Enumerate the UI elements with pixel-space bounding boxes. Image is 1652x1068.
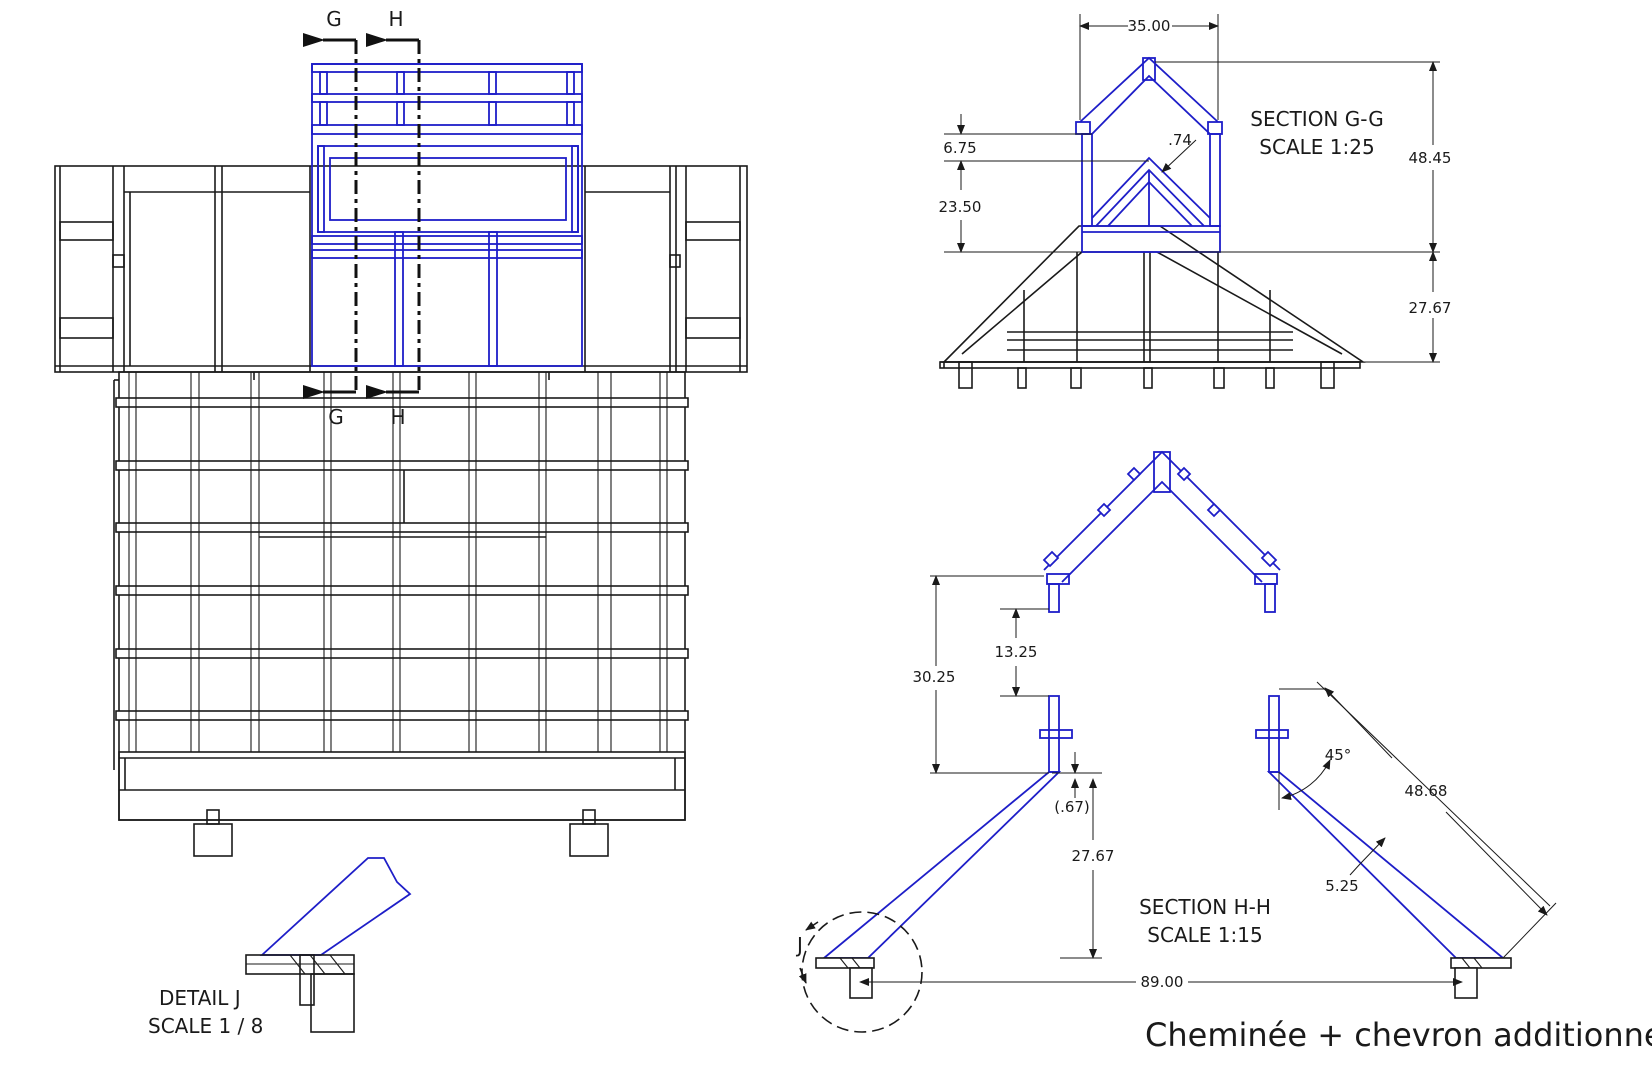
sheet-title: Cheminée + chevron additionnel (1145, 1016, 1652, 1054)
hh-title: SECTION H-H (1139, 895, 1271, 919)
gg-chimney (1075, 56, 1223, 253)
hh-detail-callout-label: J (795, 933, 803, 957)
gg-dim-width: 35.00 (1128, 17, 1171, 35)
hh-cap (1042, 450, 1281, 613)
hh-dim-rafter-depth: 5.25 (1325, 877, 1358, 895)
gg-scale: SCALE 1:25 (1259, 135, 1374, 159)
hh-dim-span: 89.00 (1141, 973, 1184, 991)
hh-dim-gap-height: 30.25 (913, 668, 956, 686)
section-mark-h-bottom: H (390, 405, 405, 429)
gg-dim-thickness: .74 (1168, 131, 1192, 149)
hh-left-rafter (815, 695, 1073, 999)
section-mark-h-top: H (388, 7, 403, 31)
hh-dim-angle: 45° (1325, 746, 1352, 764)
hh-dim-offset: (.67) (1054, 798, 1090, 816)
detail-j-scale: SCALE 1 / 8 (148, 1014, 263, 1038)
hh-dim-rise: 27.67 (1072, 847, 1115, 865)
gg-roof-truss (939, 225, 1366, 389)
section-mark-g-bottom: G (328, 405, 344, 429)
gg-dim-base-height: 27.67 (1409, 299, 1452, 317)
wall-grid (113, 371, 689, 857)
gg-dimensions (944, 14, 1440, 363)
section-cut-lines (303, 33, 421, 399)
front-view: G H G H (54, 7, 748, 857)
detail-j: DETAIL J SCALE 1 / 8 (148, 857, 412, 1038)
section-gg: 35.00 48.45 6.75 23.50 .74 27.67 SECTION… (939, 14, 1452, 389)
hh-scale: SCALE 1:15 (1147, 923, 1262, 947)
detail-j-title: DETAIL J (159, 986, 241, 1010)
section-mark-g-top: G (326, 7, 342, 31)
hh-right-rafter (1255, 695, 1512, 999)
chimney-structure (311, 63, 583, 367)
hh-dim-rafter-length: 48.68 (1405, 782, 1448, 800)
gg-dim-inner-height: 23.50 (939, 198, 982, 216)
gg-title: SECTION G-G (1250, 107, 1383, 131)
hh-dim-gap-inner: 13.25 (995, 643, 1038, 661)
gg-dim-top-offset: 6.75 (943, 139, 976, 157)
gg-dim-overall-height: 48.45 (1409, 149, 1452, 167)
roof-band (54, 165, 748, 373)
section-hh: J 30.25 13.25 (.67) 27.67 45° 48.68 5.25… (795, 450, 1557, 1033)
hh-dimensions (859, 575, 1557, 986)
